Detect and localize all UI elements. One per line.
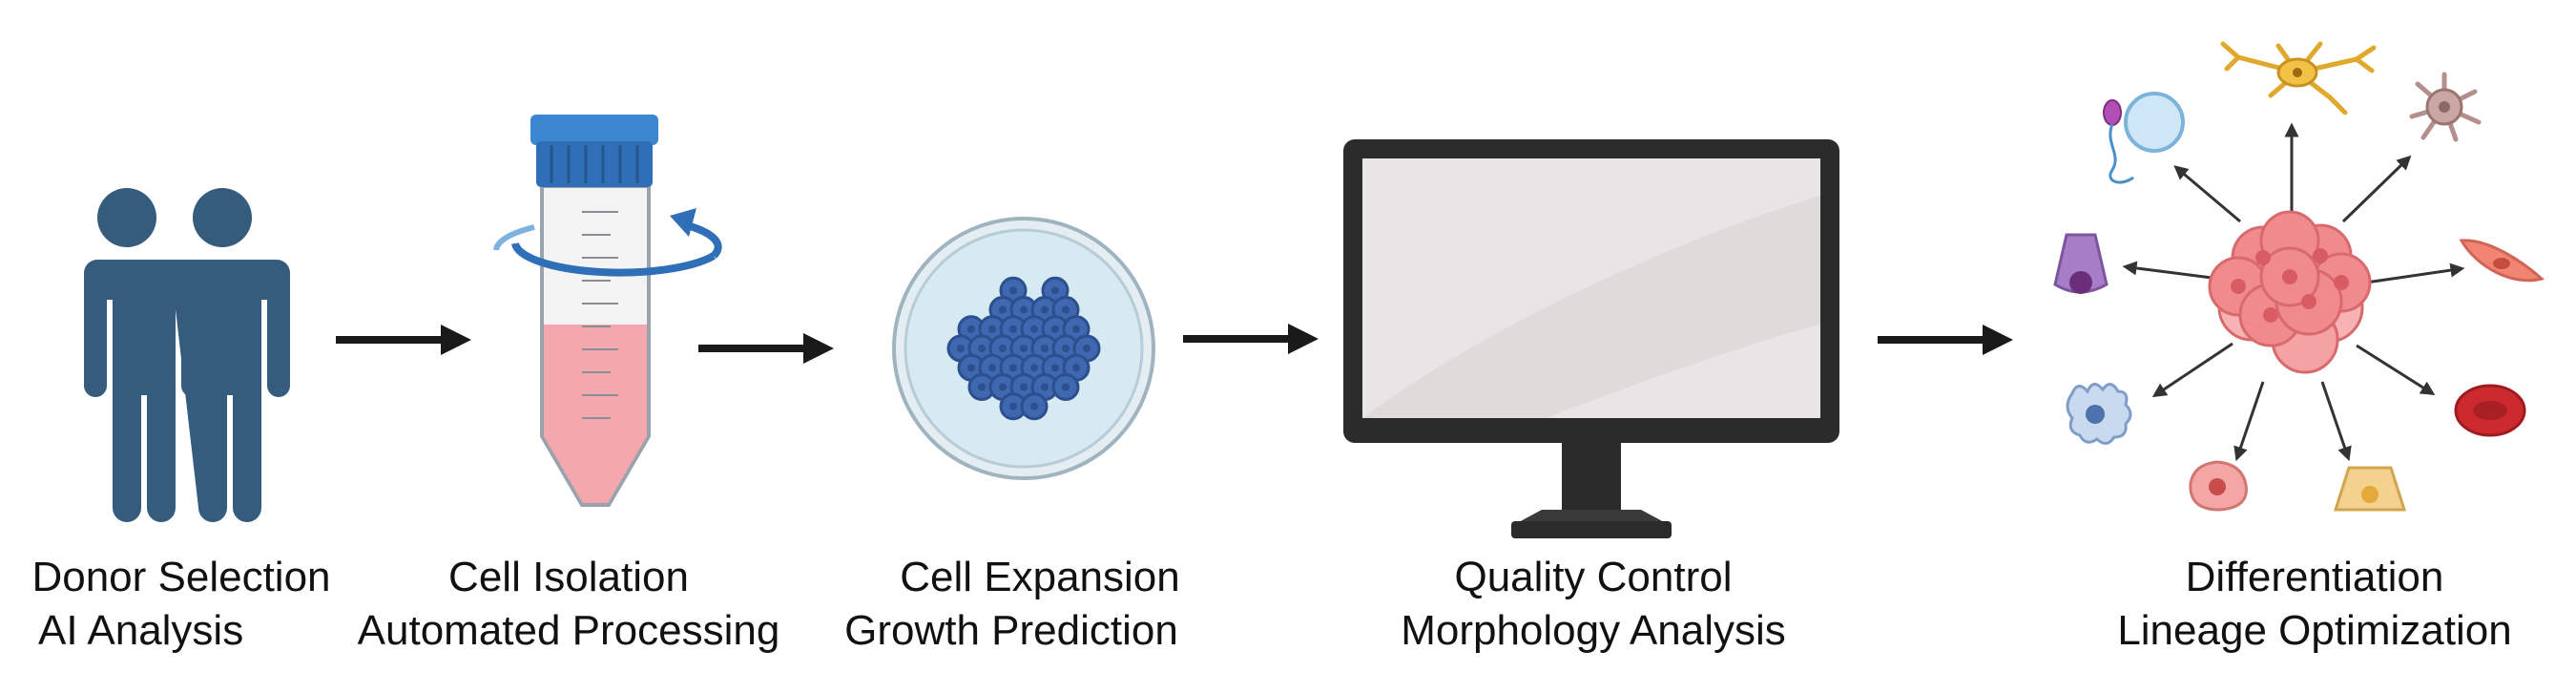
cell-nucleus [967, 325, 975, 333]
cell-nucleus [999, 305, 1007, 314]
cell-nucleus [957, 345, 965, 352]
step-label-isolation: Cell Isolation Automated Processing [336, 551, 801, 658]
cell-nucleus [1072, 325, 1080, 333]
step-label-quality: Quality Control Morphology Analysis [1355, 551, 1832, 658]
step-label-donor-line1: Donor Selection [31, 554, 331, 600]
step-label-donor-line2: AI Analysis [38, 607, 244, 654]
cell-differentiation-icon [2053, 41, 2545, 512]
step-label-differentiation: Differentiation Lineage Optimization [2086, 551, 2544, 658]
step-label-quality-line1: Quality Control [1454, 554, 1733, 600]
cell-nucleus [1020, 305, 1028, 314]
cell-nucleus [1041, 383, 1049, 391]
cell-nucleus [988, 325, 996, 333]
step-label-differentiation-line1: Differentiation [2185, 554, 2444, 600]
cell-nucleus [1030, 402, 1038, 410]
step-label-expansion-line1: Cell Expansion [900, 554, 1180, 600]
cell-nucleus [1041, 305, 1049, 314]
cell-nucleus [999, 383, 1007, 391]
step-label-expansion: Cell Expansion Growth Prediction [821, 551, 1202, 658]
step-label-quality-line2: Morphology Analysis [1401, 607, 1786, 654]
cell-nucleus [1062, 305, 1070, 314]
cell-nucleus [978, 345, 986, 352]
cell-nucleus [1009, 364, 1017, 372]
petri-dish-icon [892, 217, 1155, 480]
cell-nucleus [1020, 383, 1028, 391]
cell-nucleus [1062, 345, 1070, 352]
cell-nucleus [1009, 286, 1017, 295]
step-label-donor: Donor Selection AI Analysis [0, 551, 363, 658]
cell-nucleus [1009, 402, 1017, 410]
cell-nucleus [1062, 383, 1070, 391]
cell-nucleus [1051, 325, 1059, 333]
cell-nucleus [1072, 364, 1080, 372]
cell-nucleus [1051, 286, 1059, 295]
step-label-isolation-line2: Automated Processing [357, 607, 780, 654]
cell-nucleus [1030, 364, 1038, 372]
two-people-icon [84, 188, 290, 522]
cell-nucleus [978, 383, 986, 391]
cell-nucleus [1030, 325, 1038, 333]
cell-nucleus [1051, 364, 1059, 372]
cell-nucleus [988, 364, 996, 372]
step-label-isolation-line1: Cell Isolation [448, 554, 689, 600]
cell-nucleus [967, 364, 975, 372]
cell-nucleus [1041, 345, 1049, 352]
cell-nucleus [1009, 325, 1017, 333]
cell-nucleus [1083, 345, 1091, 352]
computer-monitor-icon [1343, 139, 1839, 538]
cell-nucleus [999, 345, 1007, 352]
centrifuge-tube-icon [493, 115, 722, 507]
step-label-expansion-line2: Growth Prediction [844, 607, 1178, 654]
cell-nucleus [1020, 345, 1028, 352]
step-label-differentiation-line2: Lineage Optimization [2117, 607, 2512, 654]
